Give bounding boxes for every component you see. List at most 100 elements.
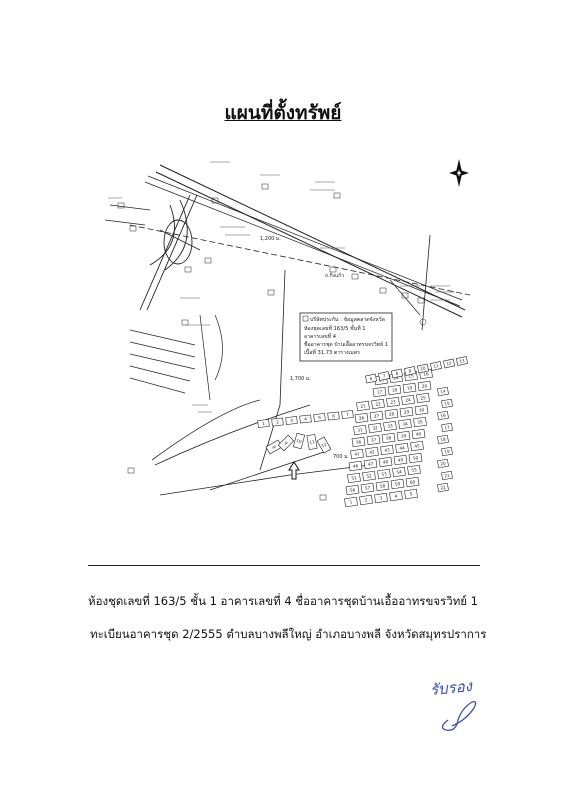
- housing-unit: 19: [402, 382, 417, 394]
- housing-unit: 42: [365, 446, 379, 458]
- unit-number: 43: [384, 447, 390, 453]
- housing-unit: 6: [365, 373, 377, 384]
- unit-number: 54: [396, 469, 402, 475]
- housing-unit: 41: [350, 448, 364, 460]
- distance-label-2: 1,700 ม.: [290, 376, 311, 382]
- unit-number: 23: [390, 399, 396, 405]
- housing-units: 1234567891011121314151617181920212223242…: [257, 356, 468, 508]
- housing-unit: 45: [410, 440, 424, 452]
- housing-unit: 11: [430, 361, 442, 371]
- housing-unit: 2: [359, 494, 373, 506]
- housing-unit: 17: [441, 422, 453, 433]
- unit-number: 32: [372, 425, 378, 431]
- housing-unit: 48: [378, 456, 393, 468]
- housing-unit: 27: [369, 410, 384, 422]
- housing-unit: 7: [378, 371, 390, 381]
- unit-number: 48: [383, 459, 389, 465]
- housing-unit: 59: [390, 478, 405, 490]
- unit-number: 10: [420, 365, 427, 371]
- housing-unit: 21: [441, 470, 453, 481]
- unit-number: 36: [356, 439, 362, 445]
- housing-unit: 10: [292, 432, 306, 450]
- interchange: [139, 194, 201, 311]
- housing-unit: 22: [437, 482, 449, 493]
- unit-number: 21: [444, 473, 450, 479]
- housing-unit: 2: [271, 417, 284, 427]
- housing-unit: 46: [348, 460, 363, 472]
- unit-number: 44: [399, 445, 405, 451]
- unit-number: 56: [350, 487, 356, 493]
- access-roads: [151, 399, 371, 496]
- unit-number: 31: [357, 427, 363, 433]
- caption-line-2: ทะเบียนอาคารชุด 2/2555 ตำบลบางพลีใหญ่ อำ…: [90, 627, 487, 641]
- housing-unit: 18: [387, 384, 402, 396]
- unit-number: 50: [413, 455, 419, 461]
- housing-unit: 32: [368, 422, 382, 434]
- unit-number: 38: [386, 435, 392, 441]
- housing-unit: 16: [437, 410, 449, 421]
- road-label: ถ.กิ่งแก้ว: [325, 272, 344, 279]
- unit-number: 19: [407, 385, 413, 391]
- unit-number: 47: [368, 461, 374, 467]
- housing-unit: 30: [414, 404, 429, 416]
- info-line-1: บริษัทประกัน : ข้อมูลตลาดจังหวัด: [310, 316, 385, 323]
- unit-number: 22: [375, 401, 381, 407]
- unit-number: 30: [419, 407, 425, 413]
- unit-number: 17: [444, 425, 450, 431]
- distance-label-1: 1,200 ม.: [260, 236, 281, 242]
- unit-number: 1: [349, 499, 353, 504]
- housing-unit: 39: [396, 430, 411, 442]
- housing-unit: 34: [398, 418, 412, 430]
- housing-unit: 28: [384, 408, 399, 420]
- unit-number: 11: [309, 439, 315, 445]
- housing-unit: 47: [363, 458, 378, 470]
- housing-unit: 57: [360, 482, 375, 494]
- unit-number: 8: [395, 371, 399, 377]
- unit-number: 60: [410, 479, 416, 485]
- unit-number: 57: [365, 485, 371, 491]
- unit-number: 42: [369, 449, 375, 455]
- info-line-5: เนื้อที่ 31.73 ตารางเมตร: [304, 348, 360, 356]
- housing-unit: 35: [413, 416, 427, 428]
- unit-number: 17: [377, 389, 383, 395]
- unit-number: 12: [320, 441, 327, 448]
- housing-unit: 40: [411, 428, 426, 440]
- unit-number: 11: [433, 363, 440, 369]
- housing-unit: 58: [375, 480, 390, 492]
- housing-unit: 3: [285, 416, 298, 425]
- unit-number: 14: [393, 375, 399, 381]
- unit-number: 18: [440, 437, 446, 443]
- unit-number: 8: [271, 445, 277, 450]
- unit-number: 27: [374, 413, 380, 419]
- housing-unit: 18: [437, 434, 449, 445]
- housing-unit: 56: [345, 484, 360, 496]
- main-highway: [144, 164, 466, 318]
- unit-number: 28: [389, 411, 395, 417]
- unit-number: 37: [371, 437, 377, 443]
- housing-unit: 13: [456, 356, 468, 366]
- housing-unit: 43: [380, 444, 394, 456]
- unit-number: 25: [420, 395, 426, 401]
- property-info-box: บริษัทประกัน : ข้อมูลตลาดจังหวัด ห้องชุด…: [299, 312, 393, 362]
- unit-number: 45: [414, 443, 420, 449]
- housing-unit: 44: [395, 442, 409, 454]
- housing-unit: 7: [341, 410, 354, 419]
- unit-number: 15: [444, 401, 450, 407]
- housing-unit: 19: [441, 446, 453, 457]
- unit-number: 5: [318, 415, 322, 420]
- unit-number: 35: [417, 419, 423, 425]
- unit-number: 4: [304, 416, 308, 421]
- unit-number: 10: [296, 438, 303, 444]
- housing-unit: 25: [416, 392, 430, 404]
- unit-number: 24: [405, 397, 411, 403]
- housing-unit: 49: [393, 454, 408, 466]
- unit-number: 20: [422, 383, 428, 389]
- housing-unit: 26: [354, 412, 369, 424]
- caption-line-1: ห้องชุดเลขที่ 163/5 ชั้น 1 อาคารเลขที่ 4…: [88, 594, 478, 608]
- unit-number: 34: [402, 421, 408, 427]
- housing-unit: 9: [277, 434, 295, 452]
- unit-number: 46: [353, 463, 359, 469]
- unit-number: 6: [369, 376, 373, 382]
- place-labels: [108, 161, 455, 413]
